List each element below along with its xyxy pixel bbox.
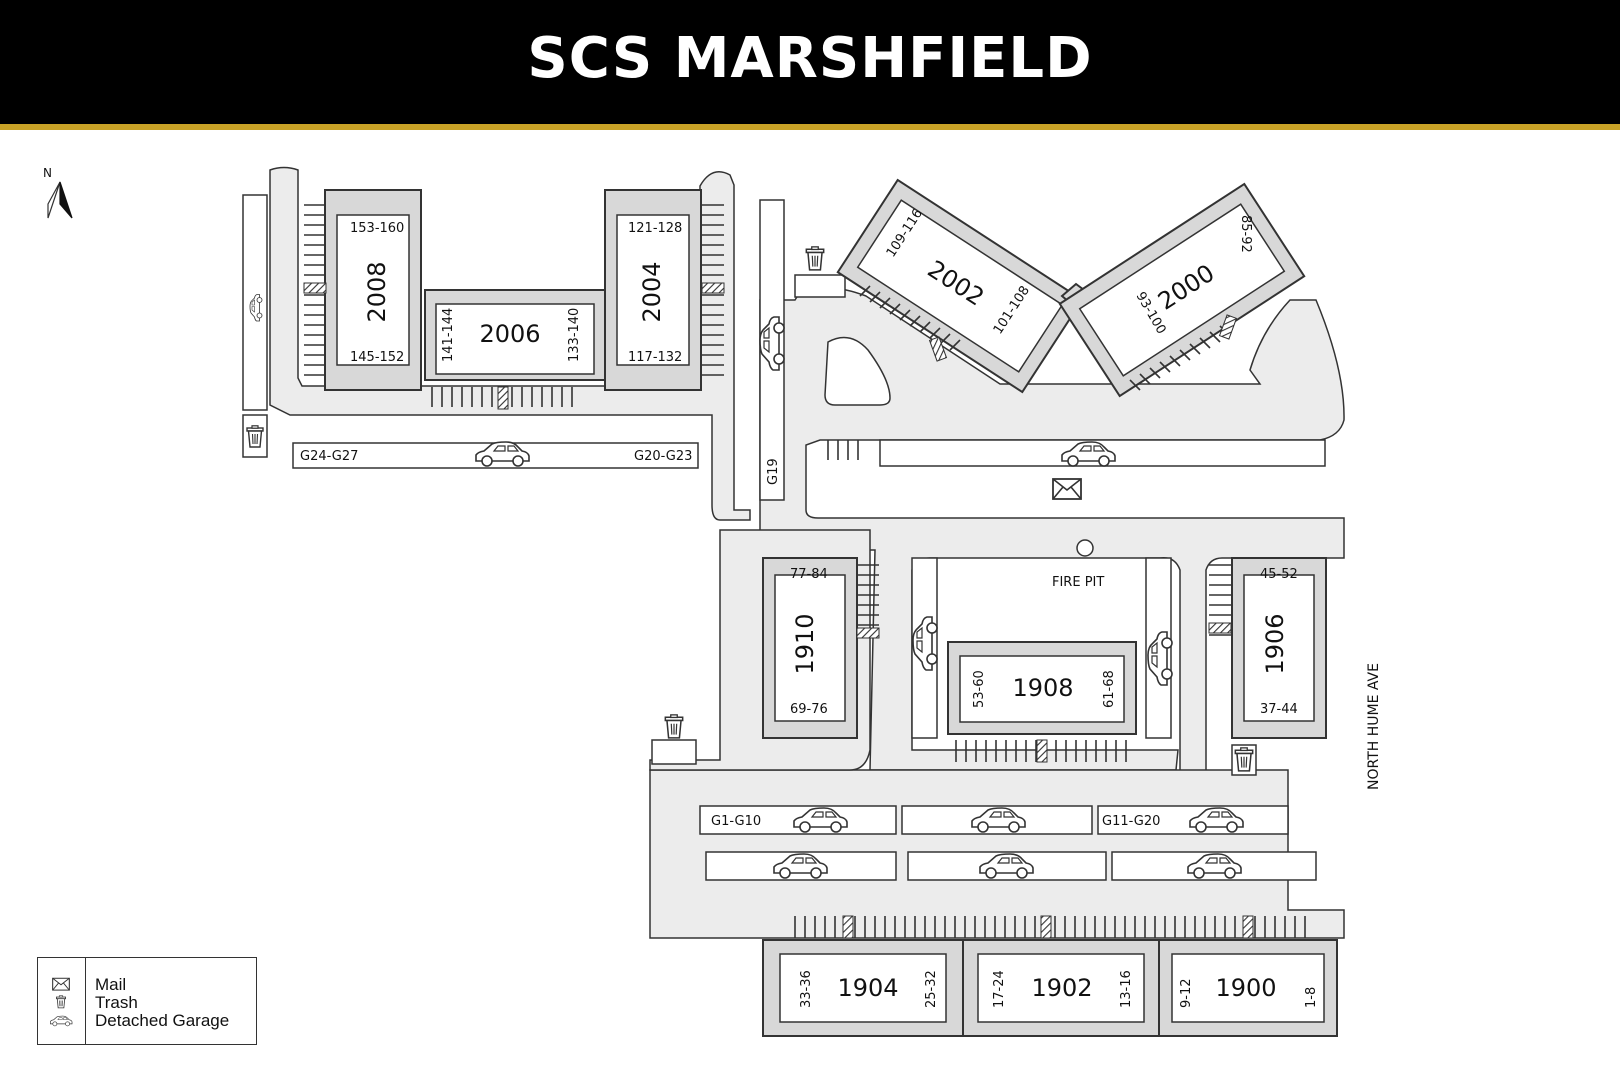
building-1900: 1900 9-12 1-8: [1158, 939, 1338, 1037]
parking-stall-line: [939, 333, 951, 345]
building-number: 1906: [1261, 613, 1289, 674]
trash-enclosure: [794, 274, 846, 298]
unit-range: 77-84: [790, 567, 828, 582]
unit-range: 153-160: [350, 221, 404, 236]
unit-range: 13-16: [1119, 970, 1134, 1008]
legend-row-mail: Mail: [38, 975, 256, 994]
unit-range: 121-128: [628, 221, 682, 236]
trash-icon: [55, 995, 67, 1009]
traffic-island: [824, 336, 891, 406]
map-title: SCS MARSHFIELD: [527, 26, 1093, 91]
trash-enclosure: [242, 414, 268, 458]
building-number: 1902: [1031, 974, 1092, 1002]
unit-range: 37-44: [1260, 702, 1298, 717]
unit-range: 133-140: [567, 308, 582, 362]
unit-range: 141-144: [441, 308, 456, 362]
map-legend: Mail Trash Detached Garage: [37, 957, 257, 1045]
street-label: NORTH HUME AVE: [1366, 663, 1382, 790]
mail-icon: [1052, 478, 1082, 500]
unit-range: 53-60: [972, 670, 987, 708]
garage-label-g11-g20: G11-G20: [1102, 814, 1160, 829]
building-number: 2006: [479, 320, 540, 348]
legend-label-garage: Detached Garage: [95, 1011, 230, 1030]
building-2004: 2004 121-128 117-132: [604, 189, 702, 391]
building-2006: 2006 141-144 133-140: [424, 289, 606, 381]
parking-stall-line: [1159, 361, 1171, 373]
unit-range: 85-92: [1238, 215, 1253, 253]
trash-icon: [664, 714, 684, 739]
unit-range: 17-24: [992, 970, 1007, 1008]
north-arrow: [47, 181, 73, 219]
parking-stall-line: [1149, 367, 1161, 379]
unit-range: 145-152: [350, 350, 404, 365]
parking-stall-line: [879, 297, 891, 309]
unit-range: 9-12: [1179, 978, 1194, 1008]
building-1910: 1910 77-84 69-76: [762, 557, 858, 739]
header-accent-rule: [0, 124, 1620, 130]
trash-enclosure: [651, 739, 697, 765]
parking-stall-line: [919, 321, 931, 333]
trash-icon: [805, 246, 825, 271]
unit-range: 1-8: [1304, 987, 1319, 1008]
fire-pit: [1076, 539, 1094, 557]
building-2000: 2000: [1058, 182, 1306, 398]
legend-row-garage: Detached Garage: [38, 1011, 256, 1030]
unit-range: 117-132: [628, 350, 682, 365]
building-1902: 1902 17-24 13-16: [962, 939, 1160, 1037]
building-number: 1904: [837, 974, 898, 1002]
parking-stall-line: [899, 309, 911, 321]
accessible-stall-markers: [303, 282, 1254, 939]
unit-range: 45-52: [1260, 567, 1298, 582]
garage-label-g24-g27: G24-G27: [300, 449, 358, 464]
parking-stall-line: [1169, 355, 1181, 367]
header-bar: [0, 0, 1620, 124]
unit-range: 61-68: [1102, 670, 1117, 708]
building-number: 2008: [363, 261, 391, 322]
legend-label-trash: Trash: [95, 993, 138, 1012]
garage-label-g20-g23: G20-G23: [634, 449, 692, 464]
parking-stall-line: [1179, 349, 1191, 361]
legend-label-mail: Mail: [95, 975, 127, 994]
building-number: 1900: [1215, 974, 1276, 1002]
parking-stall-line: [1209, 331, 1221, 343]
garage-label-g1-g10: G1-G10: [711, 814, 761, 829]
building-number: 2004: [638, 261, 666, 322]
building-number: 1910: [791, 613, 819, 674]
parking-stall-line: [859, 285, 871, 297]
parking-stall-line: [1129, 379, 1141, 391]
parking-stall-line: [1199, 337, 1211, 349]
parking-stall-line: [909, 315, 921, 327]
building-1908: 1908 53-60 61-68: [947, 641, 1137, 735]
parking-stall-line: [1139, 373, 1151, 385]
parking-stall-line: [889, 303, 901, 315]
garage-label-g19: G19: [766, 458, 781, 485]
fire-pit-label: FIRE PIT: [1052, 575, 1104, 590]
building-1904: 1904 33-36 25-32: [762, 939, 964, 1037]
building-2002: 2002: [836, 178, 1084, 394]
parking-stall-line: [869, 291, 881, 303]
unit-range: 25-32: [924, 970, 939, 1008]
mail-icon: [52, 977, 70, 991]
legend-row-trash: Trash: [38, 993, 256, 1012]
car-icon: [49, 1015, 73, 1027]
parking-stall-line: [949, 339, 961, 351]
building-1906: 1906 45-52 37-44: [1231, 557, 1327, 739]
unit-range: 69-76: [790, 702, 828, 717]
trash-icon: [246, 425, 264, 448]
parking-stall-line: [1189, 343, 1201, 355]
parking-stalls: [304, 204, 1306, 938]
north-label: N: [43, 166, 52, 180]
building-2008: 2008 153-160 145-152: [324, 189, 422, 391]
building-number: 1908: [1012, 674, 1073, 702]
legend-divider: [85, 958, 86, 1044]
trash-icon: [1234, 747, 1254, 772]
parking-stall-line: [929, 327, 941, 339]
unit-range: 33-36: [799, 970, 814, 1008]
